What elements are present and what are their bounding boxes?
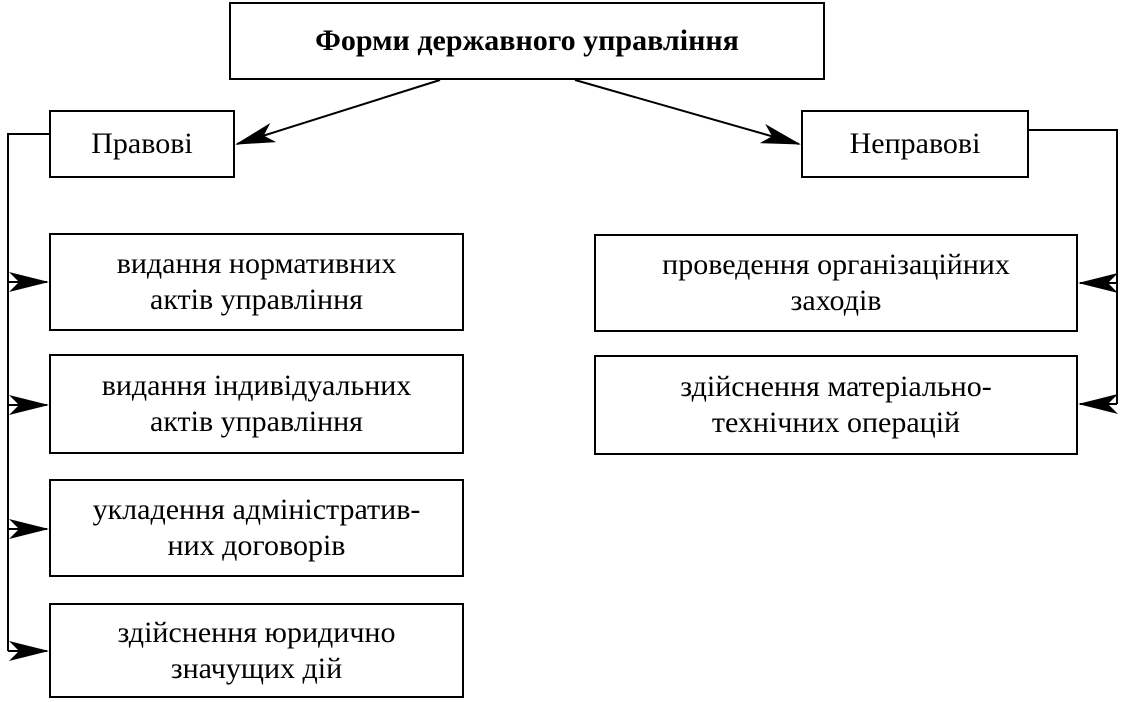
nonlegal-forms-label: Неправові [849, 127, 981, 160]
diagram-title: Форми державного управління [315, 24, 739, 57]
nonlegal-forms-box: Неправові [801, 110, 1029, 178]
legal-item-legally-significant-actions: здійснення юридично значущих дій [49, 603, 464, 698]
nonlegal-item-organizational-measures: проведення організаційних заходів [594, 234, 1078, 332]
legal-item-label: видання нормативних актів управління [116, 247, 397, 316]
legal-item-individual-acts: видання індивідуальних актів управління [49, 354, 464, 454]
legal-item-normative-acts: видання нормативних актів управління [49, 233, 464, 331]
legal-forms-label: Правові [91, 127, 193, 160]
legal-item-administrative-contracts: укладення адміністратив- них договорів [49, 479, 464, 577]
legal-item-label: здійснення юридично значущих дій [117, 615, 396, 685]
legal-bracket-line [7, 133, 49, 651]
legal-item-label: видання індивідуальних актів управління [101, 369, 412, 438]
diagram-title-box: Форми державного управління [229, 2, 825, 80]
legal-forms-box: Правові [49, 110, 235, 178]
arrow-title-to-legal [235, 79, 441, 145]
nonlegal-item-label: здійснення матеріально- технічних операц… [680, 370, 992, 439]
arrow-title-to-nonlegal [574, 79, 801, 145]
legal-item-label: укладення адміністратив- них договорів [92, 493, 421, 562]
nonlegal-item-technical-operations: здійснення матеріально- технічних операц… [594, 355, 1078, 455]
nonlegal-bracket-line [1029, 129, 1118, 404]
nonlegal-item-label: проведення організаційних заходів [662, 248, 1010, 317]
